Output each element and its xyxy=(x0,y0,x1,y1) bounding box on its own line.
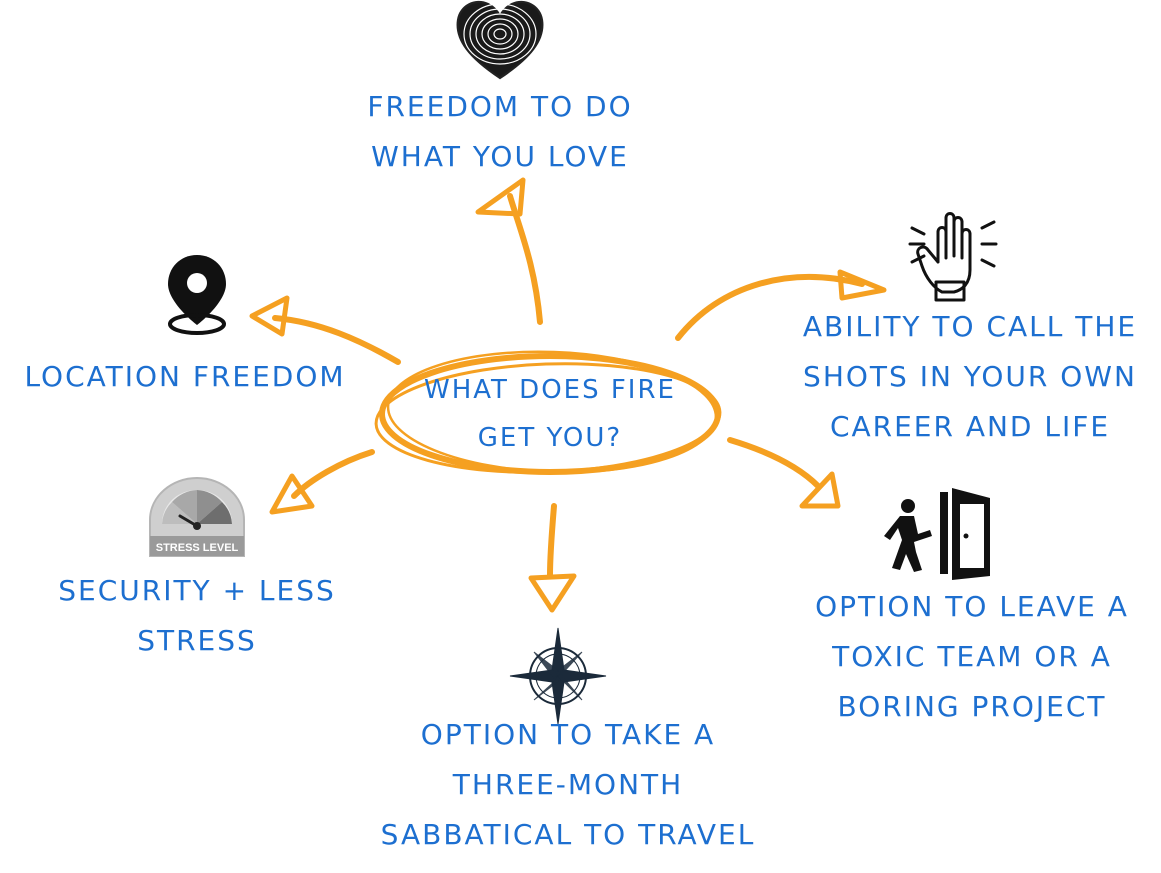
branch-sabbatical-line-3: Sabbatical to travel xyxy=(380,818,756,851)
arrowhead-freedom xyxy=(475,177,526,217)
map-pin-icon xyxy=(168,255,226,335)
center-topic-line-2: get you? xyxy=(477,423,623,453)
arrowhead-leave xyxy=(799,471,841,509)
compass-rose-icon xyxy=(509,627,607,725)
branch-leave: Option to leave a toxic team or a boring… xyxy=(800,582,1144,732)
branch-freedom-line-2: what you love xyxy=(371,140,629,173)
branch-ability-line-2: shots in your own xyxy=(803,360,1137,393)
stress-gauge-icon: STRESS LEVEL xyxy=(149,476,245,557)
arrow-to-ability xyxy=(675,274,865,341)
branch-ability-line-3: career and life xyxy=(829,410,1111,443)
center-ellipse xyxy=(374,350,722,475)
arrowhead-sabbatical xyxy=(528,573,577,613)
arrow-to-security xyxy=(291,449,375,499)
center-topic-line-1: What does FIRE xyxy=(424,375,676,405)
branch-sabbatical: Option to take a three-month Sabbatical … xyxy=(370,710,766,860)
fingerprint-heart-icon xyxy=(456,0,544,80)
arrow-to-location xyxy=(272,315,401,365)
branch-location: Location Freedom xyxy=(20,352,350,402)
center-topic: What does FIRE get you? xyxy=(400,366,700,462)
arrow-to-leave xyxy=(727,437,821,489)
raised-hand-icon xyxy=(908,212,998,302)
branch-location-line-1: Location Freedom xyxy=(24,360,346,393)
arrowhead-security xyxy=(269,473,315,515)
branch-security-line-1: Security + less xyxy=(58,574,336,607)
arrow-to-sabbatical xyxy=(547,503,557,578)
branch-security: Security + less stress xyxy=(40,566,354,666)
branch-leave-line-3: boring project xyxy=(837,690,1107,723)
branch-leave-line-2: toxic team or a xyxy=(832,640,1112,673)
arrow-to-freedom xyxy=(507,193,543,325)
stress-gauge-text: STRESS LEVEL xyxy=(156,542,239,554)
arrowhead-location xyxy=(249,295,290,337)
branch-ability: Ability to call the shots in your own ca… xyxy=(790,302,1150,452)
exit-door-icon xyxy=(884,488,990,580)
branch-sabbatical-line-1: Option to take a xyxy=(420,718,716,751)
branch-freedom: Freedom to do what you love xyxy=(330,82,670,182)
arrowhead-ability xyxy=(837,269,887,301)
branch-freedom-line-1: Freedom to do xyxy=(367,90,633,123)
branch-security-line-2: stress xyxy=(137,624,257,657)
branch-ability-line-1: Ability to call the xyxy=(802,310,1138,343)
branch-sabbatical-line-2: three-month xyxy=(452,768,684,801)
branch-leave-line-1: Option to leave a xyxy=(815,590,1129,623)
